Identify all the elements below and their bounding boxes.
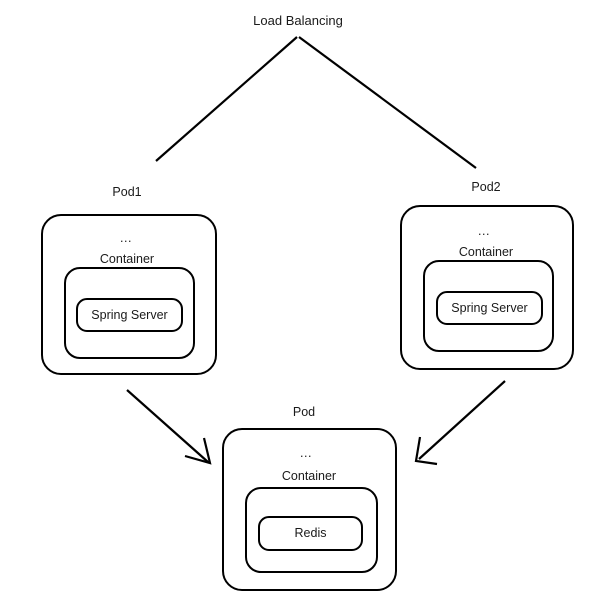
pod2-container-box: [423, 260, 554, 352]
arrowhead-pod1-to-redis: [184, 437, 212, 465]
redis-pod-container-label: Container: [281, 469, 337, 483]
redis-pill: Redis: [258, 516, 363, 551]
pod2-title: Pod2: [471, 180, 501, 194]
edge-load-balancer-to-pod1: [155, 36, 298, 162]
pod1-spring-server-label: Spring Server: [91, 307, 168, 322]
edge-pod1-to-redis: [126, 389, 209, 463]
redis-label: Redis: [294, 526, 327, 541]
pod1-ellipsis: ...: [120, 231, 132, 245]
pod2-ellipsis: ...: [478, 224, 490, 238]
edge-load-balancer-to-pod2: [298, 36, 477, 169]
pod2-box: [400, 205, 574, 370]
pod2-container-label: Container: [458, 245, 514, 259]
arrowhead-pod2-to-redis: [414, 436, 438, 466]
redis-pod-container-box: [245, 487, 378, 573]
pod1-container-box: [64, 267, 195, 359]
pod1-container-label: Container: [99, 252, 155, 266]
pod2-spring-server-label: Spring Server: [451, 300, 528, 315]
pod1-title: Pod1: [112, 185, 142, 199]
pod1-box: [41, 214, 217, 375]
load-balancing-label: Load Balancing: [253, 13, 343, 28]
redis-pod-box: [222, 428, 397, 591]
edge-pod2-to-redis: [418, 380, 506, 460]
pod1-spring-server-pill: Spring Server: [76, 298, 183, 332]
pod2-spring-server-pill: Spring Server: [436, 291, 543, 325]
redis-pod-title: Pod: [292, 405, 316, 419]
redis-pod-ellipsis: ...: [300, 446, 312, 460]
